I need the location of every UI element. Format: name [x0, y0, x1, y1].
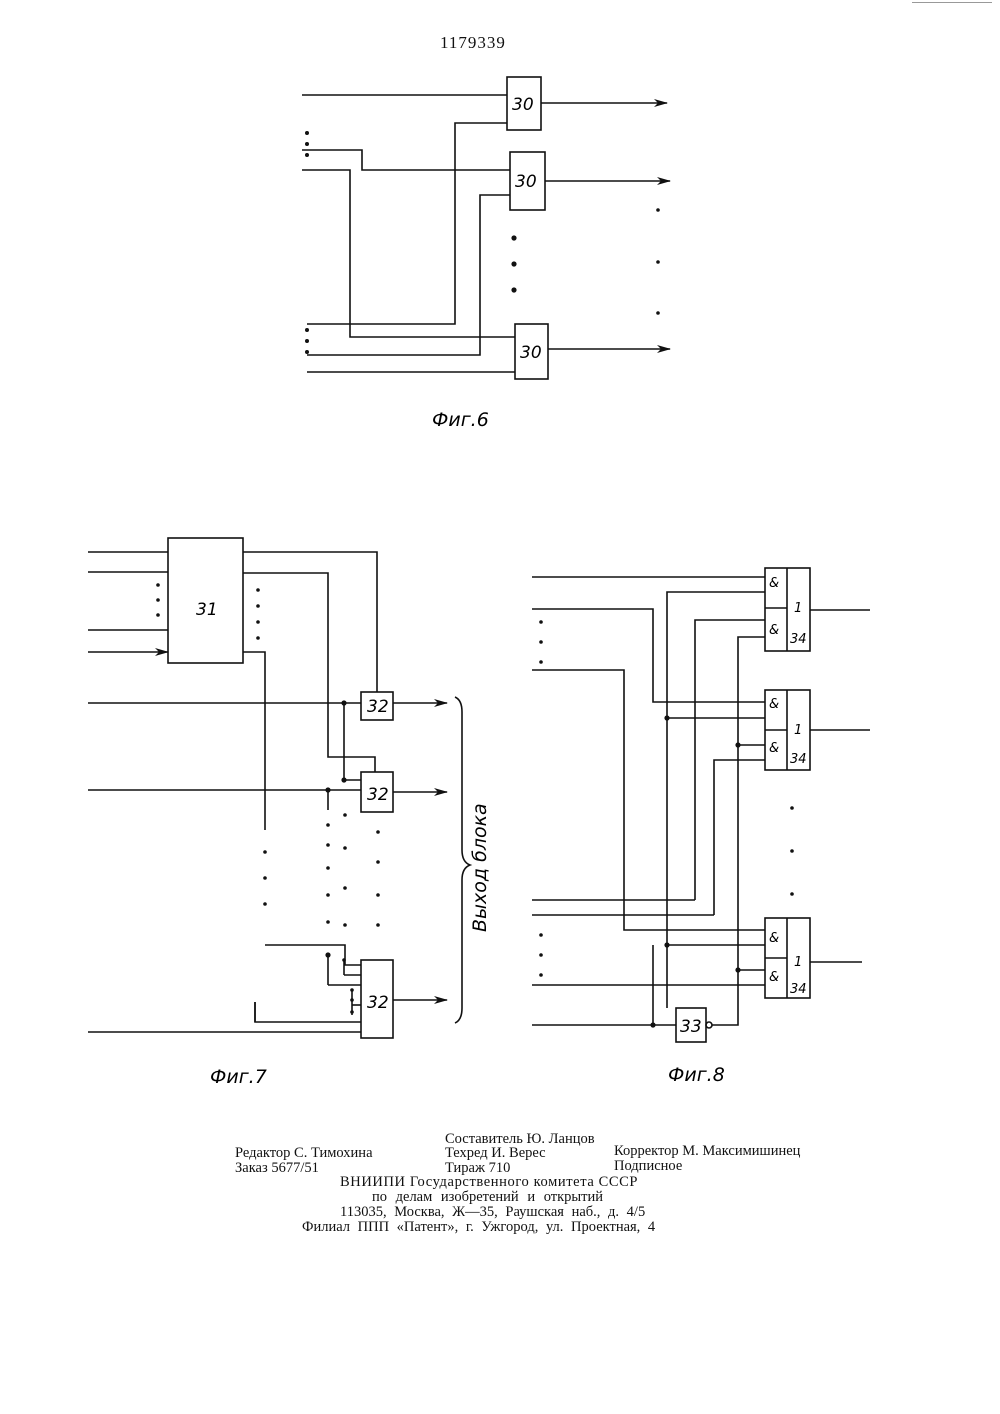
or-label: 1	[794, 955, 802, 970]
inverter-33-label: 33	[680, 1017, 702, 1037]
figure-7-caption: Фиг.7	[210, 1066, 267, 1088]
signal-line	[307, 195, 510, 355]
block-32-top-label: 32	[367, 697, 389, 717]
subscription: Подписное	[614, 1158, 682, 1174]
and-label: &	[769, 931, 779, 946]
and-label: &	[769, 623, 779, 638]
figure-6	[302, 77, 670, 379]
signal-line	[307, 123, 507, 324]
order: Заказ 5677/51	[235, 1160, 319, 1176]
figure-8	[532, 568, 870, 1042]
output-block-label: Выход блока	[469, 803, 491, 932]
figure-6-caption: Фиг.6	[432, 409, 489, 431]
block-32-middle-label: 32	[367, 785, 389, 805]
block-30-bottom-label: 30	[520, 343, 542, 363]
org-line-1: ВНИИПИ Государственного комитета СССР	[340, 1174, 638, 1190]
figure-7-dots	[156, 583, 380, 1014]
block-32-bottom-label: 32	[367, 993, 389, 1013]
block-34-label: 34	[790, 752, 807, 767]
org-line-2: по делам изобретений и открытий	[372, 1189, 603, 1205]
figure-7	[88, 538, 470, 1038]
or-label: 1	[794, 601, 802, 616]
and-label: &	[769, 576, 779, 591]
block-34-label: 34	[790, 982, 807, 997]
block-34-label: 34	[790, 632, 807, 647]
signal-line	[302, 150, 510, 170]
branch: Филиал ППП «Патент», г. Ужгород, ул. Про…	[302, 1219, 655, 1235]
corrector: Корректор М. Максимишинец	[614, 1143, 800, 1159]
editor: Редактор С. Тимохина	[235, 1145, 373, 1161]
address: 113035, Москва, Ж—35, Раушская наб., д. …	[340, 1204, 645, 1220]
and-label: &	[769, 741, 779, 756]
figure-6-dots	[305, 131, 660, 354]
and-label: &	[769, 970, 779, 985]
and-label: &	[769, 697, 779, 712]
output-brace	[455, 697, 470, 1023]
block-31-label: 31	[196, 600, 218, 620]
block-30-middle-label: 30	[515, 172, 537, 192]
figure-8-caption: Фиг.8	[668, 1064, 725, 1086]
or-label: 1	[794, 723, 802, 738]
techred: Техред И. Верес	[445, 1145, 546, 1161]
block-30-top-label: 30	[512, 95, 534, 115]
